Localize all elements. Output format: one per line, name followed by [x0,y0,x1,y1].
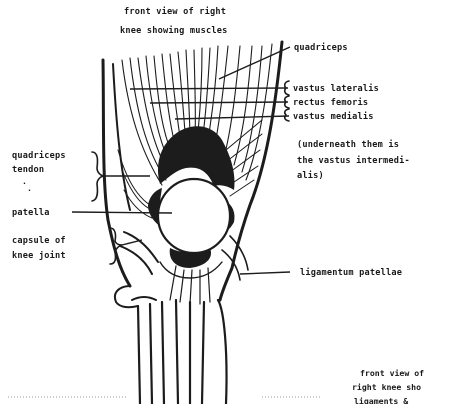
brace-vastus-medialis [285,109,289,121]
label-quadriceps: quadriceps [294,42,348,53]
label-ligamentum-patellae: ligamentum patellae [300,267,402,278]
caption-line-1: front view of right [124,6,226,17]
bottom-caption-line-2: right knee sho [352,382,421,392]
label-quadriceps-tendon-1: quadriceps [12,150,66,161]
bottom-caption-line-3: ligaments & [354,396,408,404]
note-line-1: (underneath them is [297,139,399,150]
note-line-2: the vastus intermedi- [297,155,410,166]
label-quadriceps-tendon-2: tendon [12,165,44,175]
leader-vastus-lateralis [130,88,288,89]
patellar-ligament [170,266,210,304]
leader-rectus-femoris [150,102,288,103]
label-vastus-medialis: vastus medialis [293,111,374,122]
brace-quadriceps-tendon [92,152,103,201]
bottom-caption-line-1: front view of [360,368,424,378]
leader-ligamentum-patellae [240,272,290,274]
label-vastus-lateralis: vastus lateralis [293,83,379,94]
label-rectus-femoris: rectus femoris [293,97,368,108]
label-capsule-2: knee joint [12,250,66,261]
label-capsule-1: capsule of [12,236,66,246]
lower-leg-bones [115,286,227,404]
patella-bone [158,179,230,253]
label-patella: patella [12,208,50,218]
inner-contour-left [113,64,130,210]
leader-capsule [122,240,142,245]
speck-2: · [27,185,32,195]
note-line-3: alis) [297,170,324,181]
leader-patella [72,212,172,213]
caption-line-2: knee showing muscles [120,25,227,36]
